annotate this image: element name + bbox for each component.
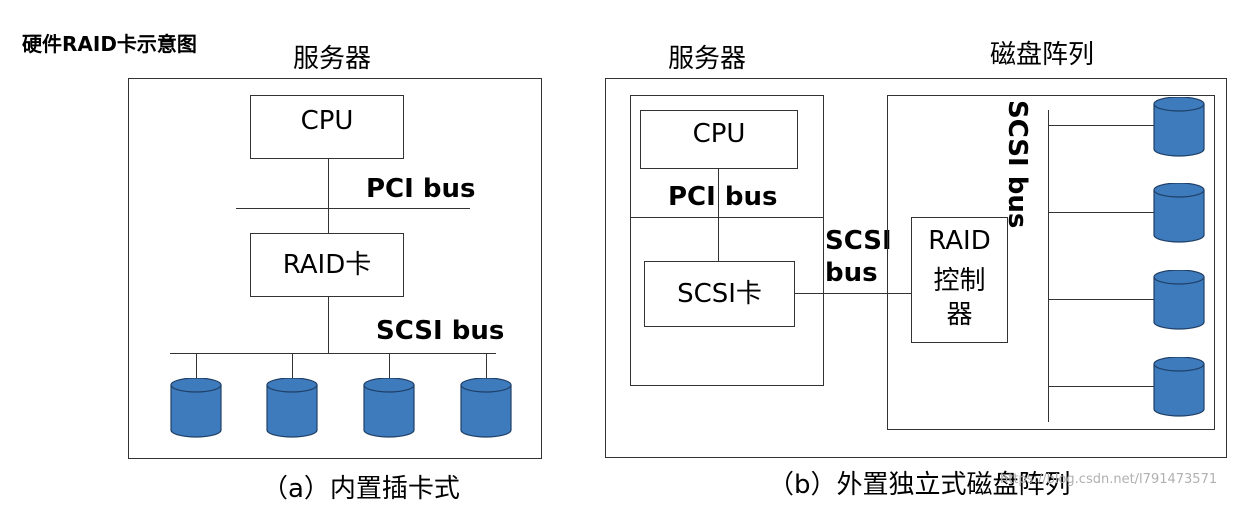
left-scsi-bus-line (170, 353, 496, 354)
scsi-card-box: SCSI卡 (644, 261, 795, 327)
disk-icon (363, 378, 415, 438)
raid-controller-box: RAID 控制 器 (911, 217, 1008, 343)
disk-icon (460, 378, 512, 438)
disk-array-frame (887, 95, 1215, 430)
left-disk-tap (486, 353, 487, 379)
left-raid-card-label: RAID卡 (282, 250, 372, 280)
right-cpu-label: CPU (692, 119, 746, 149)
disk-icon (1153, 183, 1205, 243)
right-server-label: 服务器 (668, 44, 747, 74)
left-server-label: 服务器 (293, 44, 372, 74)
left-disk-tap (292, 353, 293, 379)
left-disk-tap (389, 353, 390, 379)
right-caption: （b）外置独立式磁盘阵列 (768, 470, 1071, 500)
raid-controller-label-line3: 器 (946, 300, 973, 330)
array-disk-tap (1048, 299, 1154, 300)
scsi-card-label: SCSI卡 (677, 279, 762, 309)
left-pci-bus-line (236, 208, 470, 209)
left-cpu-label: CPU (300, 106, 354, 136)
right-pci-bus-line (630, 217, 824, 218)
scsi-card-to-raid-line (795, 293, 912, 294)
right-pci-bus-label: PCI bus (668, 182, 778, 212)
left-raid-card-box: RAID卡 (250, 233, 404, 297)
array-disk-tap (1048, 125, 1154, 126)
raid-controller-label-line2: 控制 (933, 266, 986, 296)
disk-icon (266, 378, 318, 438)
disk-icon (1153, 270, 1205, 330)
right-scsi-bus-label-line2: bus (825, 258, 878, 288)
array-disk-tap (1048, 212, 1154, 213)
disk-array-label: 磁盘阵列 (990, 40, 1095, 70)
watermark: https://blog.csdn.net/l791473571 (1000, 472, 1218, 487)
right-cpu-box: CPU (640, 110, 798, 169)
right-scsi-bus-label-line1: SCSI (825, 226, 892, 256)
array-scsi-bus-line (1048, 110, 1049, 422)
disk-icon (1153, 97, 1205, 157)
disk-icon (1153, 357, 1205, 417)
left-server-frame (128, 78, 542, 459)
diagram-title: 硬件RAID卡示意图 (22, 32, 197, 56)
right-server-frame (630, 95, 824, 386)
left-cpu-box: CPU (250, 95, 404, 159)
left-raid-connector (328, 297, 329, 353)
array-disk-tap (1048, 386, 1154, 387)
right-cpu-connector (718, 169, 719, 261)
left-disk-tap (196, 353, 197, 379)
raid-controller-label-line1: RAID (928, 226, 991, 256)
left-pci-bus-label: PCI bus (366, 174, 476, 204)
disk-icon (170, 378, 222, 438)
left-caption: （a）内置插卡式 (262, 474, 460, 504)
left-scsi-bus-label: SCSI bus (376, 316, 505, 346)
right-outer-frame (605, 78, 1227, 458)
vertical-scsi-bus-label: SCSI bus (1002, 100, 1032, 229)
left-cpu-connector (328, 159, 329, 233)
